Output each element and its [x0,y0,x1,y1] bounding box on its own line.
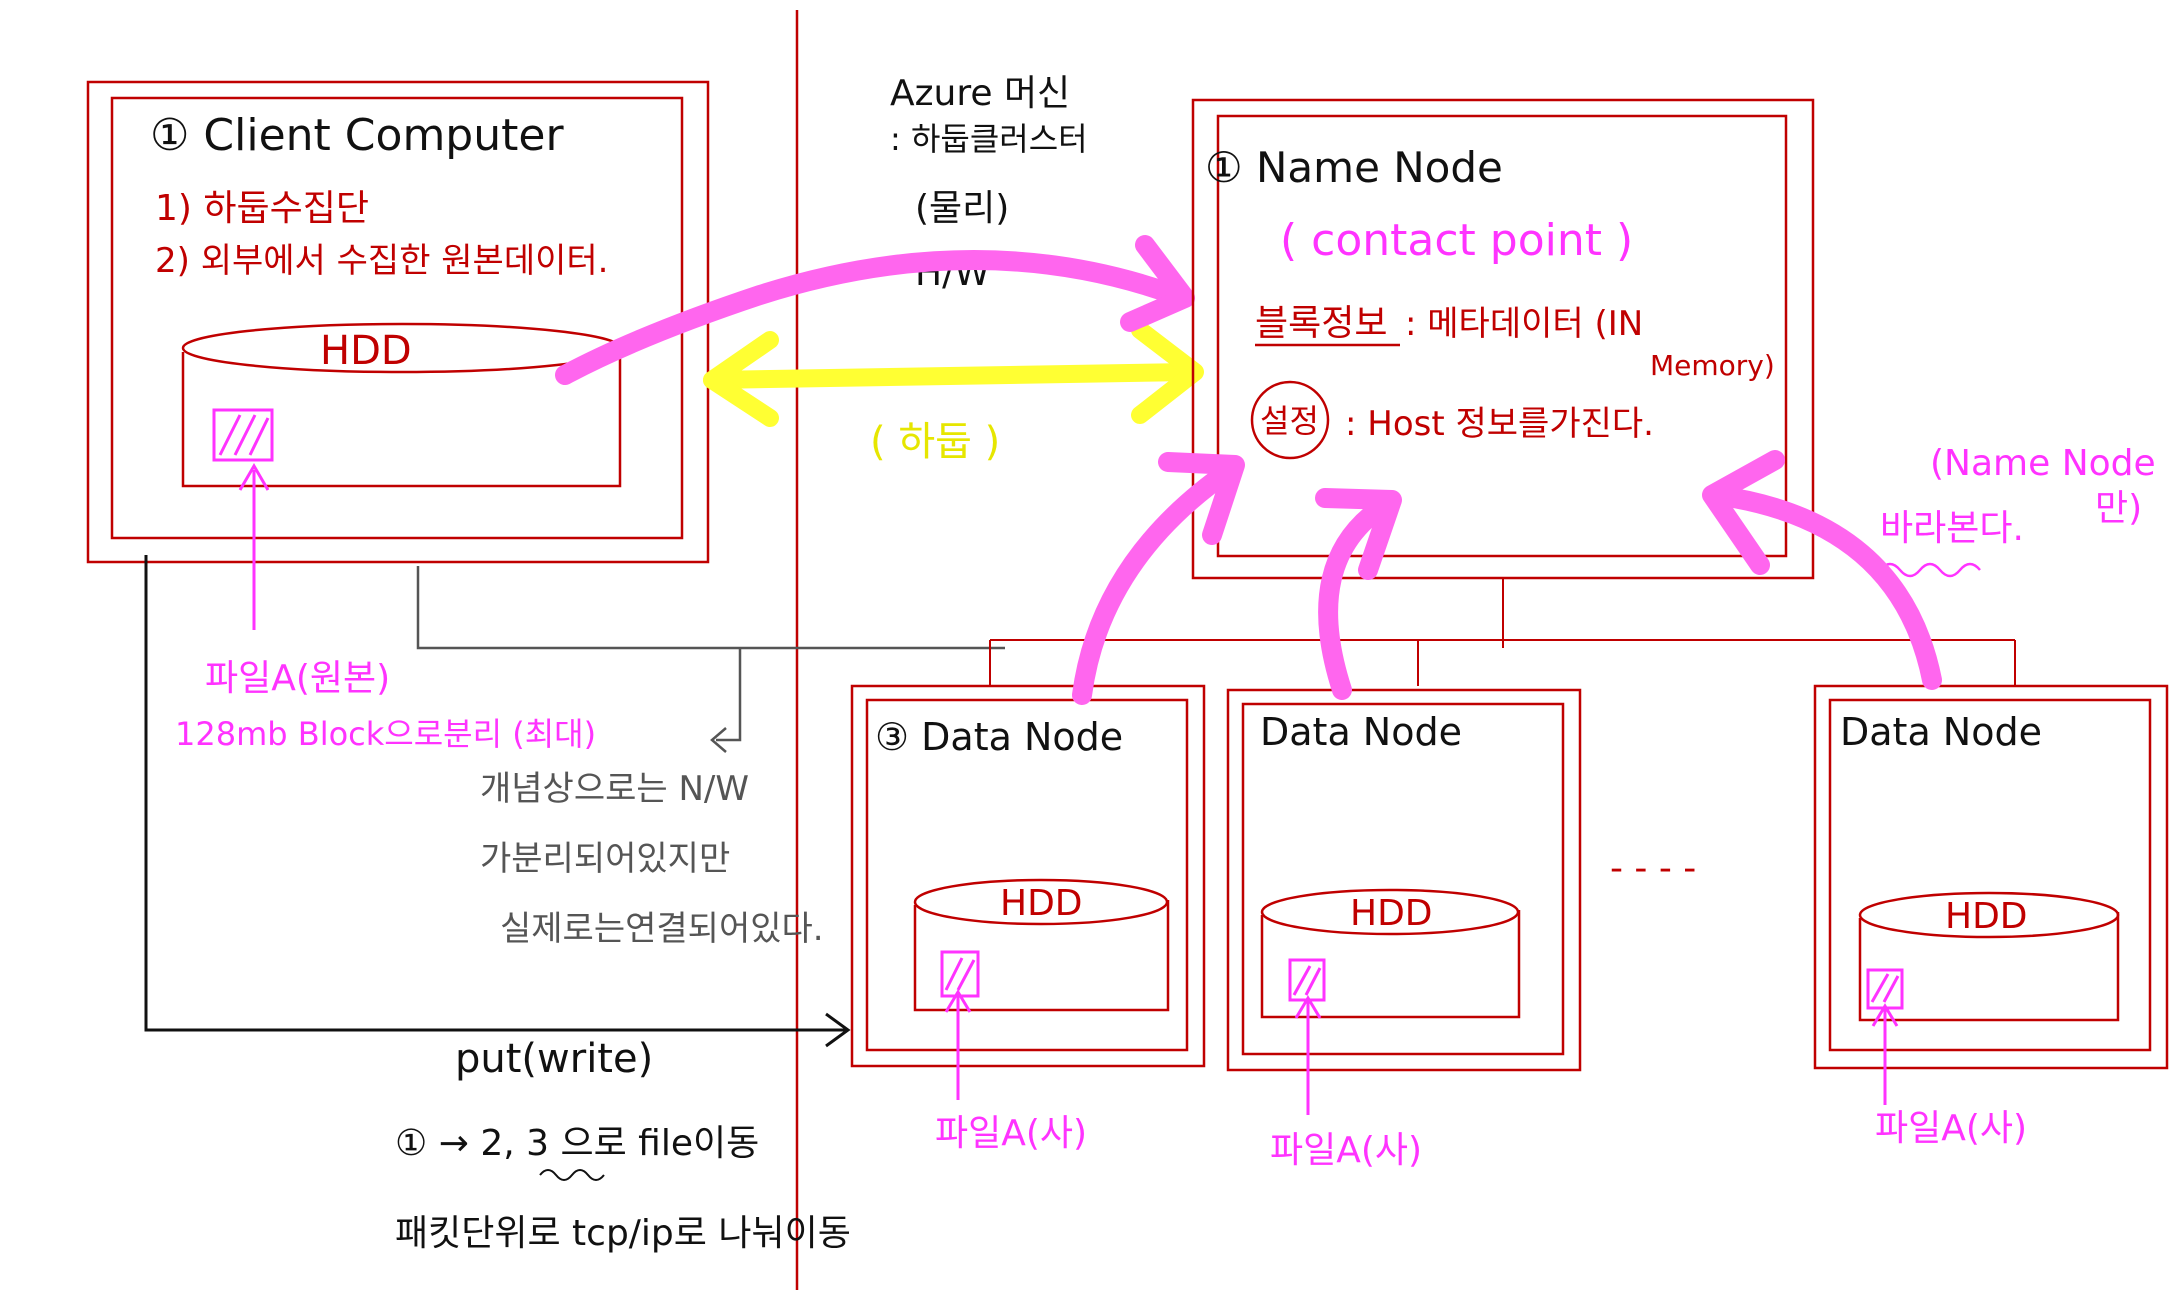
datanode-2-file-label: 파일A(사) [1270,1130,1422,1171]
squiggle-underline [539,1169,605,1181]
file-move-step: ① → 2, 3 으로 file이동 [395,1123,759,1164]
namenode-title: ① Name Node [1205,143,1503,192]
namenode-block-info-text: : 메타데이터 (IN [1405,304,1643,344]
namenode-datanode-connector [989,578,2016,686]
client-note-2: 2) 외부에서 수집한 원본데이터. [155,241,609,281]
datanode-3-file-label: 파일A(사) [1875,1108,2027,1149]
client-file-block [212,408,274,462]
packet-note: 패킷단위로 tcp/ip로 나눠이동 [395,1213,851,1254]
datanode-3-heartbeat-arrow [1702,450,1942,690]
client-hdd: HDD [181,322,623,488]
namenode-setting-circle [1250,380,1330,460]
put-write-label: put(write) [455,1036,653,1082]
datanode-1-title: ③ Data Node [875,715,1123,759]
client-file-arrow [238,463,270,630]
datanode-3-title: Data Node [1840,710,2042,754]
side-note-line-2: 만) [2095,488,2142,529]
datanode-ellipsis: - - - - [1610,848,1696,889]
datanode-2-title: Data Node [1260,710,1462,754]
vm-line-2: : 하둡클러스터 [890,120,1088,158]
side-note-line-1: (Name Node [1930,443,2156,484]
datanode-1-box: ③ Data Node HDD [850,684,1206,1068]
client-note-1: 1) 하둡수집단 [155,188,369,229]
side-note-line-3: 바라본다. [1880,508,2024,549]
hadoop-double-arrow [703,321,1204,427]
gray-note-line-3: 실제로는연결되어있다. [500,909,824,949]
datanode-1-hdd: HDD [1000,883,1083,924]
vm-line-3: (물리) [915,188,1009,229]
datanode-2-file-arrow [1294,995,1322,1115]
datanode-1-heartbeat-arrow [1072,452,1245,705]
namenode-setting-text: : Host 정보를가진다. [1345,404,1654,444]
datanode-3-box: Data Node HDD [1813,684,2169,1070]
client-title: ① Client Computer [150,110,564,161]
hadoop-label: ( 하둡 ) [870,419,1000,465]
client-hdd-label: HDD [320,328,412,374]
datanode-1-file-arrow [944,989,972,1100]
vm-line-1: Azure 머신 [890,73,1070,114]
namenode-block-info-label: 블록정보 [1255,303,1387,344]
datanode-2-box: Data Node HDD [1226,688,1582,1072]
datanode-3-hdd: HDD [1945,896,2028,937]
namenode-contact-point: ( contact point ) [1280,215,1633,266]
client-to-namenode-arrow [555,235,1195,385]
client-computer-box: ① Client Computer 1) 하둡수집단 2) 외부에서 수집한 원… [86,80,710,564]
gray-note-line-2: 가분리되어있지만 [480,839,730,879]
client-block-label: 128mb Block으로분리 (최대) [175,715,596,753]
datanode-3-file-arrow [1871,1003,1899,1105]
datanode-2-heartbeat-arrow [1315,488,1402,700]
namenode-setting-label: 설정 [1260,402,1319,440]
namenode-box: ① Name Node ( contact point ) 블록정보 : 메타데… [1191,98,1815,580]
put-write-arrow [144,555,851,1048]
side-note-squiggle [1879,562,1981,578]
gray-network-line [416,566,1005,650]
client-file-label: 파일A(원본) [205,658,390,699]
gray-note-line-1: 개념상으로는 N/W [480,769,749,809]
datanode-1-file-label: 파일A(사) [935,1113,1087,1154]
namenode-block-info-text-2: Memory) [1650,349,1775,382]
datanode-2-hdd: HDD [1350,893,1433,934]
